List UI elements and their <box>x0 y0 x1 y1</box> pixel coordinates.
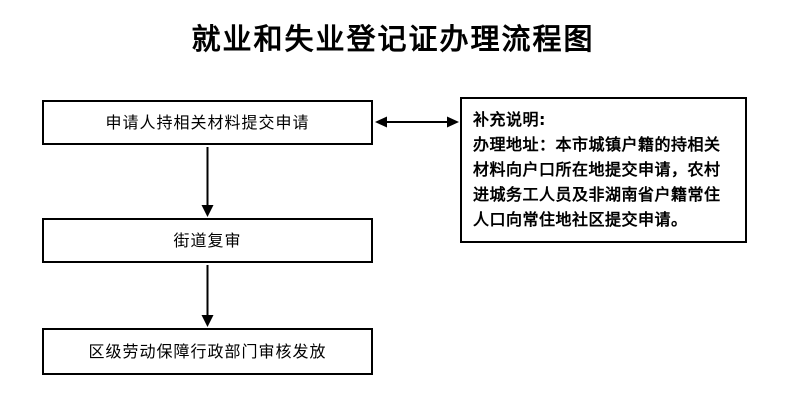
flow-step-district-issue-box: 区级劳动保障行政部门审核发放 <box>42 328 373 375</box>
supplementary-note-box: 补充说明: 办理地址：本市城镇户籍的持相关材料向户口所在地提交申请，农村进城务工… <box>460 97 747 243</box>
arrow-step2-to-step3-icon <box>201 265 214 327</box>
arrow-step1-to-step2-icon <box>201 147 214 217</box>
diagram-title: 就业和失业登记证办理流程图 <box>191 22 595 56</box>
double-arrow-step1-note-icon <box>375 116 459 128</box>
flow-step-street-review-label: 街道复审 <box>173 230 242 250</box>
note-body: 办理地址：本市城镇户籍的持相关材料向户口所在地提交申请，农村进城务工人员及非湖南… <box>473 135 721 229</box>
flow-step-district-issue-label: 区级劳动保障行政部门审核发放 <box>88 341 327 361</box>
flow-step-submit-application-box: 申请人持相关材料提交申请 <box>42 100 373 145</box>
note-heading: 补充说明: <box>473 110 546 129</box>
flow-step-street-review-box: 街道复审 <box>42 218 373 263</box>
flow-step-submit-application-label: 申请人持相关材料提交申请 <box>105 112 310 132</box>
